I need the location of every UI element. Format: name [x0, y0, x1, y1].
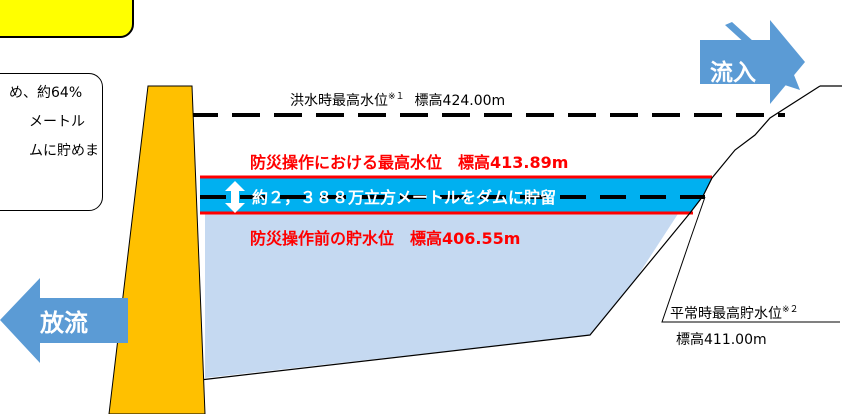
reservoir-water: [205, 180, 700, 378]
note-line-2: メートル: [29, 114, 85, 130]
storage-double-arrow: [225, 181, 245, 213]
flood-level-elev: 標高424.00m: [415, 92, 506, 109]
flood-level-note: ※１: [388, 92, 405, 102]
inflow-arrow: [700, 20, 805, 104]
note-line-3: ムに貯めま: [29, 143, 99, 159]
normal-level-text: 平常時最高貯水位: [670, 305, 782, 322]
normal-level-leader: [661, 196, 840, 323]
pre-op-level-label: 防災操作前の貯水位 標高406.55m: [250, 229, 520, 248]
flood-level-label: 洪水時最高水位※１ 標高424.00m: [290, 92, 505, 109]
storage-label: 約２，３８８万立方メートルをダムに貯留: [252, 188, 556, 207]
flood-level-text: 洪水時最高水位: [290, 92, 388, 109]
dam-body: [108, 85, 206, 414]
normal-level-elev: 標高411.00m: [676, 331, 767, 348]
outflow-arrow: [0, 278, 128, 363]
terrain-line: [199, 85, 821, 381]
note-line-1: め、約64%: [9, 85, 83, 101]
normal-level-note: ※２: [782, 305, 799, 315]
inflow-label: 流入: [710, 59, 756, 86]
normal-level-label: 平常時最高貯水位※２: [670, 305, 799, 322]
max-op-level-label: 防災操作における最高水位 標高413.89m: [250, 153, 568, 172]
note-box: め、約64% メートル ムに貯めま: [0, 73, 103, 211]
header-badge: ダム: [0, 0, 134, 38]
outflow-label: 放流: [39, 309, 88, 337]
